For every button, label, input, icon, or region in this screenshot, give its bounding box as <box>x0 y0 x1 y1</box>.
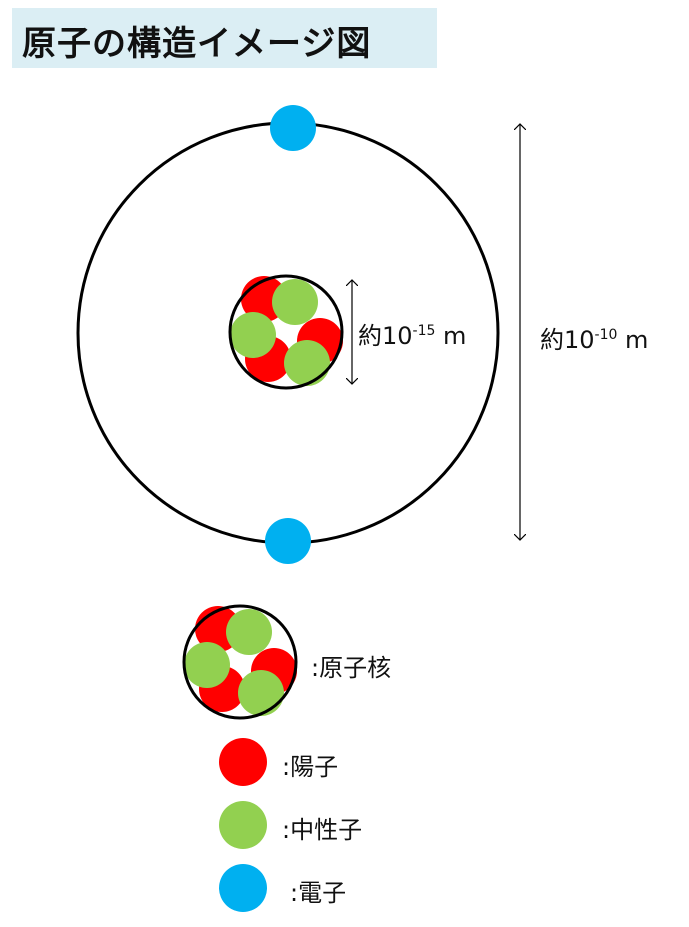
legend-proton-label: :陽子 <box>282 753 339 781</box>
electron-bottom <box>265 518 311 564</box>
nucleus <box>228 274 344 390</box>
title-box: 原子の構造イメージ図 <box>12 8 437 68</box>
legend-electron-icon <box>219 864 267 912</box>
legend-neutron-icon <box>219 801 267 849</box>
nucleus-outline <box>228 274 344 390</box>
diagram-title: 原子の構造イメージ図 <box>22 24 372 64</box>
neutron-ball <box>184 642 230 688</box>
nucleus-size-label: 約10-15 m <box>358 316 466 351</box>
atom-size-exponent: -10 <box>594 327 618 343</box>
legend-electron-label: :電子 <box>290 879 347 907</box>
legend-neutron-label: :中性子 <box>282 816 363 844</box>
electron-top <box>270 105 316 151</box>
atom-size-prefix: 約10 <box>540 326 595 354</box>
legend-proton-icon <box>219 738 267 786</box>
neutron-ball <box>226 609 272 655</box>
legend-nucleus-icon <box>182 604 298 720</box>
neutron-ball <box>230 312 276 358</box>
atom-size-label: 約10-10 m <box>540 320 648 355</box>
atom-size-unit: m <box>617 326 649 354</box>
neutron-ball <box>272 279 318 325</box>
nucleus-size-prefix: 約10 <box>358 322 413 350</box>
neutron-ball <box>284 340 330 386</box>
neutron-ball <box>238 670 284 716</box>
nucleus-size-unit: m <box>435 322 467 350</box>
legend-nucleus-label: :原子核 <box>311 654 392 682</box>
nucleus-size-exponent: -15 <box>412 323 436 339</box>
nucleus-outline <box>182 604 298 720</box>
